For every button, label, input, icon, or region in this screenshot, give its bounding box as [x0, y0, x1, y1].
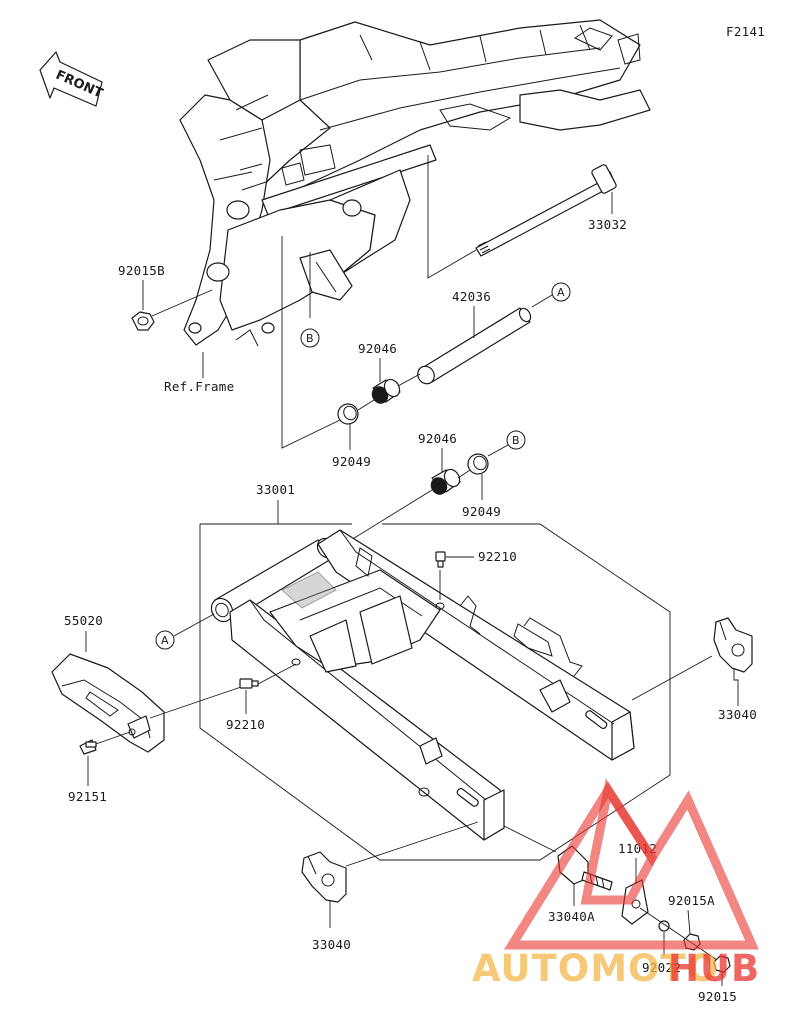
part-label-92046-top: 92046	[358, 341, 397, 356]
part-label-55020: 55020	[64, 613, 103, 628]
ref-frame-label: Ref.Frame	[164, 379, 234, 394]
screw-92151	[79, 739, 97, 755]
figure-id: F2141	[726, 24, 765, 39]
automotohub-watermark: AUTOMOTO HUB	[472, 778, 760, 990]
watermark-text-b: HUB	[668, 947, 760, 990]
part-label-92046-mid: 92046	[418, 431, 457, 446]
callout-a-swingarm: A	[155, 630, 175, 650]
chain-adjuster-33040-bottom	[301, 851, 347, 903]
part-label-92015B: 92015B	[118, 263, 165, 278]
svg-text:A: A	[161, 634, 169, 647]
part-label-92015A: 92015A	[668, 893, 715, 908]
part-label-33040-right: 33040	[718, 707, 757, 722]
svg-text:B: B	[512, 434, 520, 447]
front-arrow-icon: FRONT	[39, 51, 105, 107]
part-label-92049-top: 92049	[332, 454, 371, 469]
washer-92022	[658, 920, 670, 932]
part-label-92015: 92015	[698, 989, 737, 1004]
pivot-shaft-33032	[475, 164, 617, 256]
part-label-33040-bottom: 33040	[312, 937, 351, 952]
part-label-92151: 92151	[68, 789, 107, 804]
part-label-92210-top: 92210	[478, 549, 517, 564]
part-label-33040A: 33040A	[548, 909, 595, 924]
bearing-92046-mid	[430, 468, 461, 495]
part-label-33001: 33001	[256, 482, 295, 497]
part-label-92022: 92022	[642, 960, 681, 975]
main-frame	[179, 19, 651, 347]
nut-92015B	[131, 311, 155, 331]
watermark-text-a: AUTOMOTO	[472, 947, 719, 990]
collar-42036	[417, 307, 532, 385]
seal-92049-mid	[467, 453, 489, 475]
part-label-92049-mid: 92049	[462, 504, 501, 519]
bolt-92210-top	[435, 551, 446, 568]
part-label-42036: 42036	[452, 289, 491, 304]
chain-slider-55020	[51, 653, 165, 753]
nut-92015	[713, 955, 731, 973]
bearing-92046-top	[371, 378, 401, 404]
svg-text:B: B	[306, 332, 314, 345]
bolt-92210-left	[239, 678, 259, 689]
callout-b-mid: B	[506, 430, 526, 450]
svg-text:A: A	[557, 286, 565, 299]
seal-92049-top	[337, 403, 359, 425]
callout-b-frame: B	[300, 328, 320, 348]
callout-a-top: A	[551, 282, 571, 302]
swingarm-33001	[210, 529, 635, 841]
part-label-92210-left: 92210	[226, 717, 265, 732]
chain-adjuster-33040-right	[713, 617, 753, 673]
part-label-33032: 33032	[588, 217, 627, 232]
